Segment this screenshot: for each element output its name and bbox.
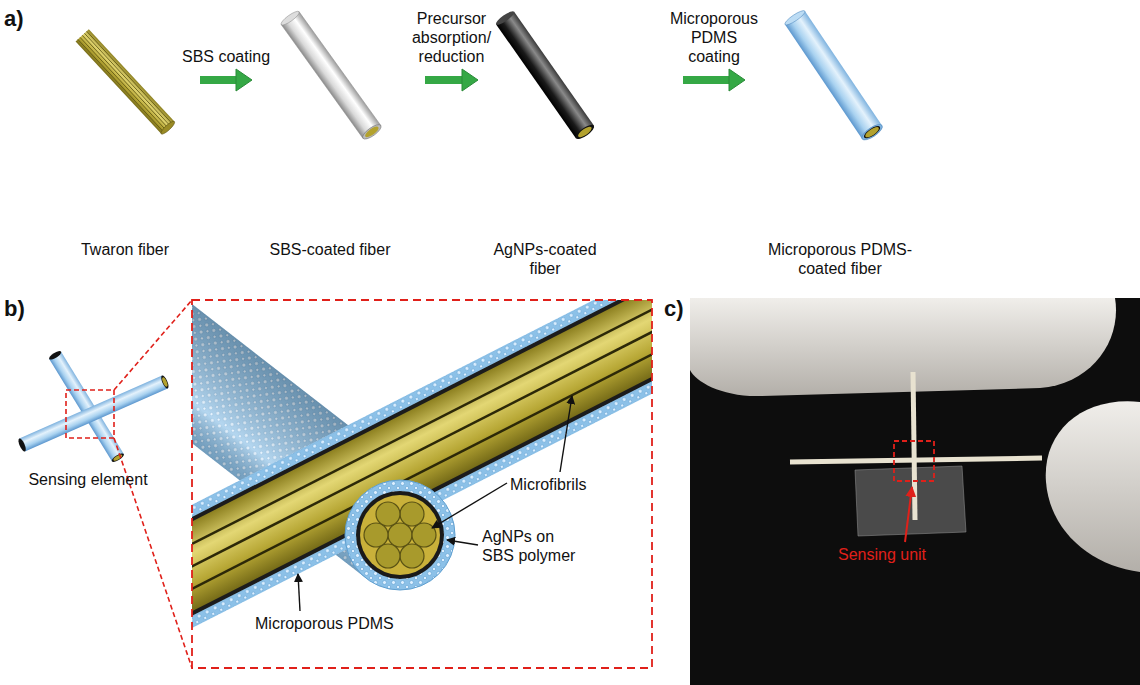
sbs-fiber bbox=[279, 9, 383, 141]
agnps-fiber bbox=[494, 9, 596, 141]
silver-ring bbox=[356, 491, 444, 579]
fiber-core bbox=[364, 125, 380, 139]
leader-arrow bbox=[447, 540, 478, 545]
arrow-shaft bbox=[200, 76, 237, 84]
zoom-frame bbox=[192, 300, 652, 668]
microfibril bbox=[388, 523, 412, 547]
fiber-stage: Microporous PDMS-coated fiber bbox=[745, 0, 925, 286]
process-arrow bbox=[683, 69, 745, 91]
fiber-body bbox=[19, 376, 167, 452]
photo-ground bbox=[690, 298, 1140, 685]
arrow-shaft bbox=[683, 76, 730, 84]
part-label: Microfibrils bbox=[510, 475, 586, 494]
fiber-caption: Microporous PDMS-coated fiber bbox=[765, 240, 915, 278]
fiber-caption: SBS-coated fiber bbox=[255, 240, 405, 259]
fiber-core bbox=[113, 454, 123, 462]
microfibril bbox=[364, 523, 388, 547]
photo bbox=[690, 298, 1140, 685]
fiber-core bbox=[360, 495, 440, 575]
gloved-finger bbox=[690, 298, 1116, 396]
leader-arrow bbox=[905, 487, 912, 542]
part-label: Sensing element bbox=[18, 470, 158, 489]
fiber-end bbox=[17, 438, 27, 453]
process-arrow bbox=[200, 69, 252, 91]
pdms-ring bbox=[345, 480, 455, 590]
fiber-cross-section bbox=[345, 480, 455, 590]
fiber-body bbox=[76, 29, 175, 134]
fiber-end bbox=[860, 122, 885, 143]
zoom-line bbox=[114, 300, 192, 390]
fiber-caption: AgNPs-coated fiber bbox=[490, 240, 600, 278]
microfibril bbox=[192, 300, 652, 590]
fiber-core bbox=[192, 300, 652, 625]
fiber-body bbox=[281, 12, 381, 139]
crossing-fiber bbox=[48, 350, 125, 464]
crossing-fiber bbox=[17, 375, 170, 453]
pdms-layer bbox=[192, 300, 652, 639]
leader-arrow bbox=[432, 483, 507, 528]
arrow-head bbox=[729, 69, 745, 91]
fiber-core bbox=[864, 125, 881, 139]
step-label: SBS coating bbox=[166, 47, 286, 66]
arrow-head bbox=[236, 69, 252, 91]
microfibril bbox=[192, 308, 652, 608]
step-label: Precursor absorption/ reduction bbox=[404, 9, 500, 66]
microfibril bbox=[400, 502, 424, 526]
fiber-end bbox=[361, 122, 384, 141]
fiber-body bbox=[785, 11, 882, 139]
step-label: Microporous PDMS coating bbox=[666, 9, 762, 66]
microfibril bbox=[78, 39, 164, 131]
arrow-head bbox=[462, 69, 478, 91]
microfibril bbox=[376, 502, 400, 526]
arrow-shaft bbox=[425, 76, 463, 84]
microfibril bbox=[412, 523, 436, 547]
fiber-end bbox=[111, 452, 126, 464]
fiber-silver bbox=[862, 124, 882, 141]
microfibril bbox=[82, 35, 168, 127]
gloved-finger bbox=[1046, 401, 1140, 572]
photo-fiber bbox=[913, 372, 915, 520]
silver-layer bbox=[192, 300, 652, 629]
fiber-stage: AgNPs-coated fiber bbox=[478, 0, 683, 286]
fiber-stage: Twaron fiber bbox=[60, 0, 200, 267]
fiber-caption: Twaron fiber bbox=[65, 240, 185, 259]
part-label: Microporous PDMS bbox=[255, 614, 394, 633]
fiber-end bbox=[279, 9, 300, 27]
process-arrow bbox=[425, 69, 478, 91]
fiber-end bbox=[574, 122, 597, 141]
fiber-end bbox=[160, 375, 170, 390]
leader-arrow bbox=[560, 396, 572, 472]
fiber-end bbox=[783, 9, 806, 27]
microfibril bbox=[400, 544, 424, 568]
pdms-fiber bbox=[783, 9, 884, 143]
upper-fiber bbox=[192, 300, 652, 639]
part-label: Sensing unit bbox=[838, 545, 926, 564]
microfibril bbox=[87, 31, 173, 123]
fiber-end bbox=[160, 120, 177, 136]
microfibril bbox=[84, 33, 170, 125]
sensing-box bbox=[894, 441, 934, 481]
microfibril bbox=[80, 37, 166, 129]
panel-label: b) bbox=[4, 296, 25, 322]
zoom-view bbox=[192, 300, 652, 668]
fiber-stage: SBS-coated fiber bbox=[252, 0, 425, 267]
panel-label: a) bbox=[4, 6, 24, 32]
fiber-end bbox=[48, 350, 63, 362]
zoom-box bbox=[66, 390, 114, 438]
fiber-core bbox=[161, 377, 168, 388]
fiber-core bbox=[577, 125, 594, 139]
panel-label: c) bbox=[664, 296, 684, 322]
fiber-body bbox=[496, 12, 594, 138]
microfibril bbox=[376, 544, 400, 568]
part-label: AgNPs on SBS polymer bbox=[482, 527, 578, 565]
fiber-end bbox=[494, 9, 515, 27]
leader-arrow bbox=[298, 574, 300, 611]
twaron-fiber bbox=[76, 29, 177, 136]
